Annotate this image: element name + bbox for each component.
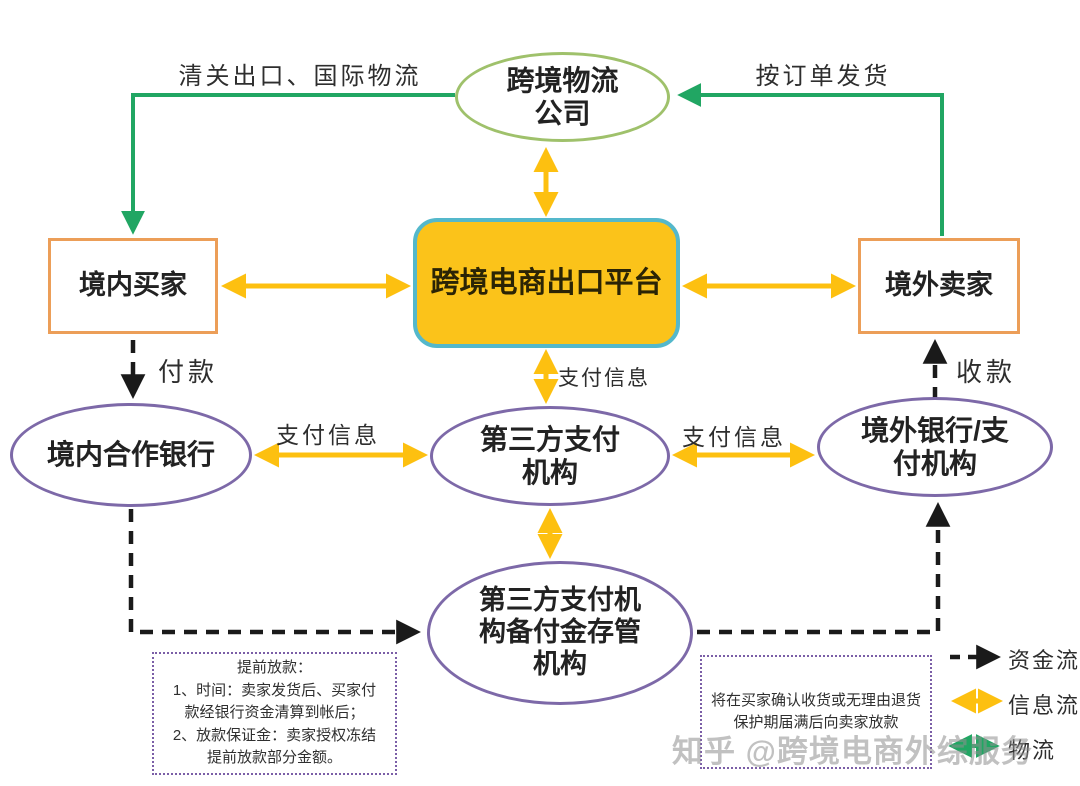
edge-label-customs-export-logistics: 清关出口、国际物流 (178, 64, 422, 90)
legend-label-funds-flow: 资金流 (1008, 648, 1080, 673)
note-release-after-confirmation: 将在买家确认收货或无理由退货 保护期届满后向卖家放款 (700, 655, 932, 769)
edge-label-ship-by-order: 按订单发货 (755, 64, 891, 90)
node-third-party-payment: 第三方支付 机构 (430, 406, 670, 506)
node-logistics-company: 跨境物流 公司 (455, 52, 670, 142)
node-overseas-seller: 境外卖家 (858, 238, 1020, 334)
node-reserve-custodian: 第三方支付机 构备付金存管 机构 (427, 561, 693, 705)
funds-arrow-custodian-overseasbank (697, 502, 951, 635)
legend-label-info-flow: 信息流 (1008, 693, 1080, 718)
node-domestic-bank: 境内合作银行 (10, 403, 252, 507)
edge-label-payment-info-top: 支付信息 (558, 366, 650, 390)
edge-label-payment-info-right: 支付信息 (682, 425, 786, 450)
node-domestic-buyer: 境内买家 (48, 238, 218, 334)
note-early-release-terms: 提前放款： 1、时间：卖家发货后、买家付 款经银行资金清算到帐后； 2、放款保证… (152, 652, 397, 775)
edge-label-payment-info-left: 支付信息 (276, 423, 380, 448)
edge-label-receive: 收款 (956, 358, 1017, 387)
logistics-arrow-from-seller (677, 83, 944, 236)
edge-label-pay: 付款 (158, 358, 219, 387)
node-overseas-bank: 境外银行/支 付机构 (817, 397, 1053, 497)
legend-label-logistics-flow: 物流 (1008, 738, 1057, 763)
node-export-platform: 跨境电商出口平台 (413, 218, 680, 348)
logistics-arrow-to-buyer (121, 93, 455, 235)
funds-arrow-bank-custodian (128, 509, 421, 645)
